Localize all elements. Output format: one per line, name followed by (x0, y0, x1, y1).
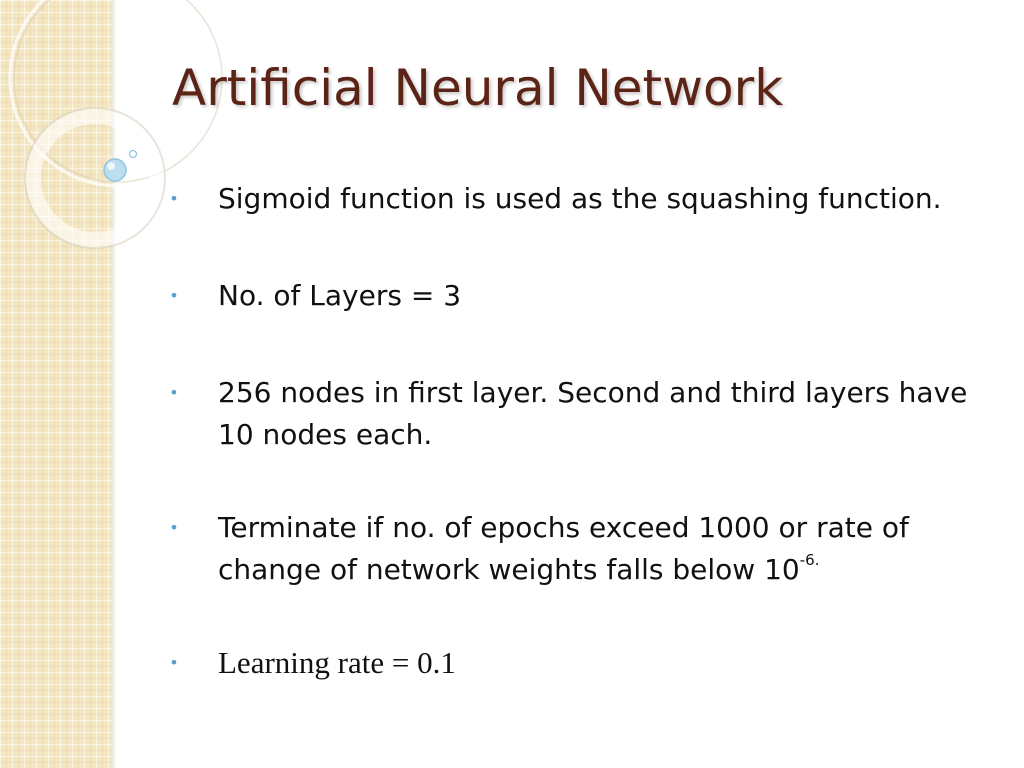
bullet-icon: • (169, 189, 179, 208)
bullet-item-learning-rate: • Learning rate = 0.1 (166, 642, 986, 685)
bullet-icon: • (169, 653, 179, 672)
bullet-text: 256 nodes in first layer. Second and thi… (218, 376, 968, 451)
bullet-item-layers: • No. of Layers = 3 (166, 275, 986, 317)
bullet-icon: • (169, 286, 179, 305)
side-panel-edge (112, 0, 116, 768)
bullet-text: Sigmoid function is used as the squashin… (218, 182, 942, 215)
bullet-text: Learning rate = 0.1 (218, 645, 456, 680)
concentric-ring-decoration-icon (8, 0, 228, 249)
bullet-icon: • (169, 383, 179, 402)
bullet-list: • Sigmoid function is used as the squash… (166, 178, 986, 685)
bullet-text: Terminate if no. of epochs exceed 1000 o… (218, 511, 909, 586)
bullet-text: No. of Layers = 3 (218, 279, 462, 312)
bullet-item-terminate: • Terminate if no. of epochs exceed 1000… (166, 507, 986, 591)
bullet-item-nodes: • 256 nodes in first layer. Second and t… (166, 372, 986, 456)
exponent-superscript: -6. (799, 550, 820, 569)
bullet-item-sigmoid: • Sigmoid function is used as the squash… (166, 178, 986, 220)
bullet-icon: • (169, 518, 179, 537)
slide-title: Artificial Neural Network (172, 59, 784, 117)
